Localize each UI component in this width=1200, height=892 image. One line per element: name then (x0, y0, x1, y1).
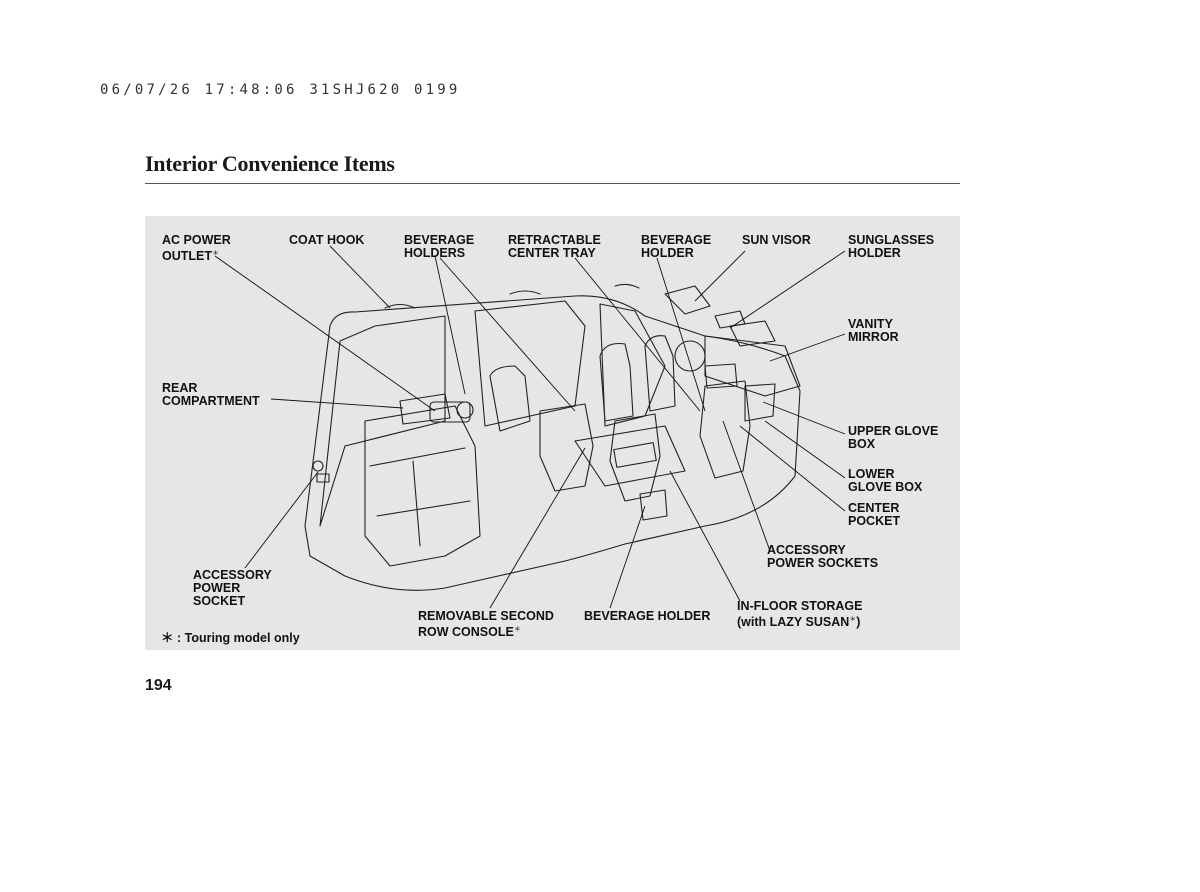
label-beverage-holders: BEVERAGE HOLDERS (404, 233, 475, 260)
label-beverage-holder-bottom: BEVERAGE HOLDER (584, 609, 711, 623)
touring-marker: ＊ (212, 250, 219, 257)
label-in-floor-storage-close: ) (856, 615, 861, 629)
label-sun-visor: SUN VISOR (742, 233, 811, 247)
label-beverage-holder-top: BEVERAGE HOLDER (641, 233, 712, 260)
print-timestamp: 06/07/26 17:48:06 31SHJ620 0199 (100, 82, 461, 98)
label-sunglasses-holder: SUNGLASSES HOLDER (848, 233, 935, 260)
label-in-floor-storage-text: IN-FLOOR STORAGE (with LAZY SUSAN (737, 599, 863, 629)
interior-diagram: AC POWER OUTLET＊ COAT HOOK BEVERAGE HOLD… (145, 216, 960, 650)
touring-marker: ＊ (849, 616, 857, 623)
vehicle-interior-illustration (214, 245, 846, 609)
label-accessory-power-sockets: ACCESSORY POWER SOCKETS (767, 543, 879, 570)
page-title: Interior Convenience Items (145, 151, 395, 176)
title-rule (145, 183, 960, 184)
label-coat-hook: COAT HOOK (289, 233, 365, 247)
page-number: 194 (145, 677, 172, 694)
label-ac-power-outlet: AC POWER OUTLET＊ (162, 234, 231, 263)
label-removable-second-row-console-text: REMOVABLE SECOND ROW CONSOLE (418, 609, 554, 639)
label-center-pocket: CENTER POCKET (848, 501, 901, 528)
touring-marker: ＊ (513, 626, 521, 633)
label-removable-second-row-console: REMOVABLE SECOND ROW CONSOLE＊ (418, 610, 554, 639)
footnote-touring: ＊ : Touring model only (161, 631, 300, 645)
label-upper-glove-box: UPPER GLOVE BOX (848, 424, 939, 451)
label-rear-compartment: REAR COMPARTMENT (162, 381, 260, 408)
label-vanity-mirror: VANITY MIRROR (848, 317, 899, 344)
label-ac-power-outlet-text: AC POWER OUTLET (162, 233, 231, 263)
label-accessory-power-socket: ACCESSORY POWER SOCKET (193, 568, 272, 608)
label-retractable-center-tray: RETRACTABLE CENTER TRAY (508, 233, 601, 260)
label-lower-glove-box: LOWER GLOVE BOX (848, 467, 923, 494)
label-in-floor-storage: IN-FLOOR STORAGE (with LAZY SUSAN＊) (737, 600, 862, 629)
